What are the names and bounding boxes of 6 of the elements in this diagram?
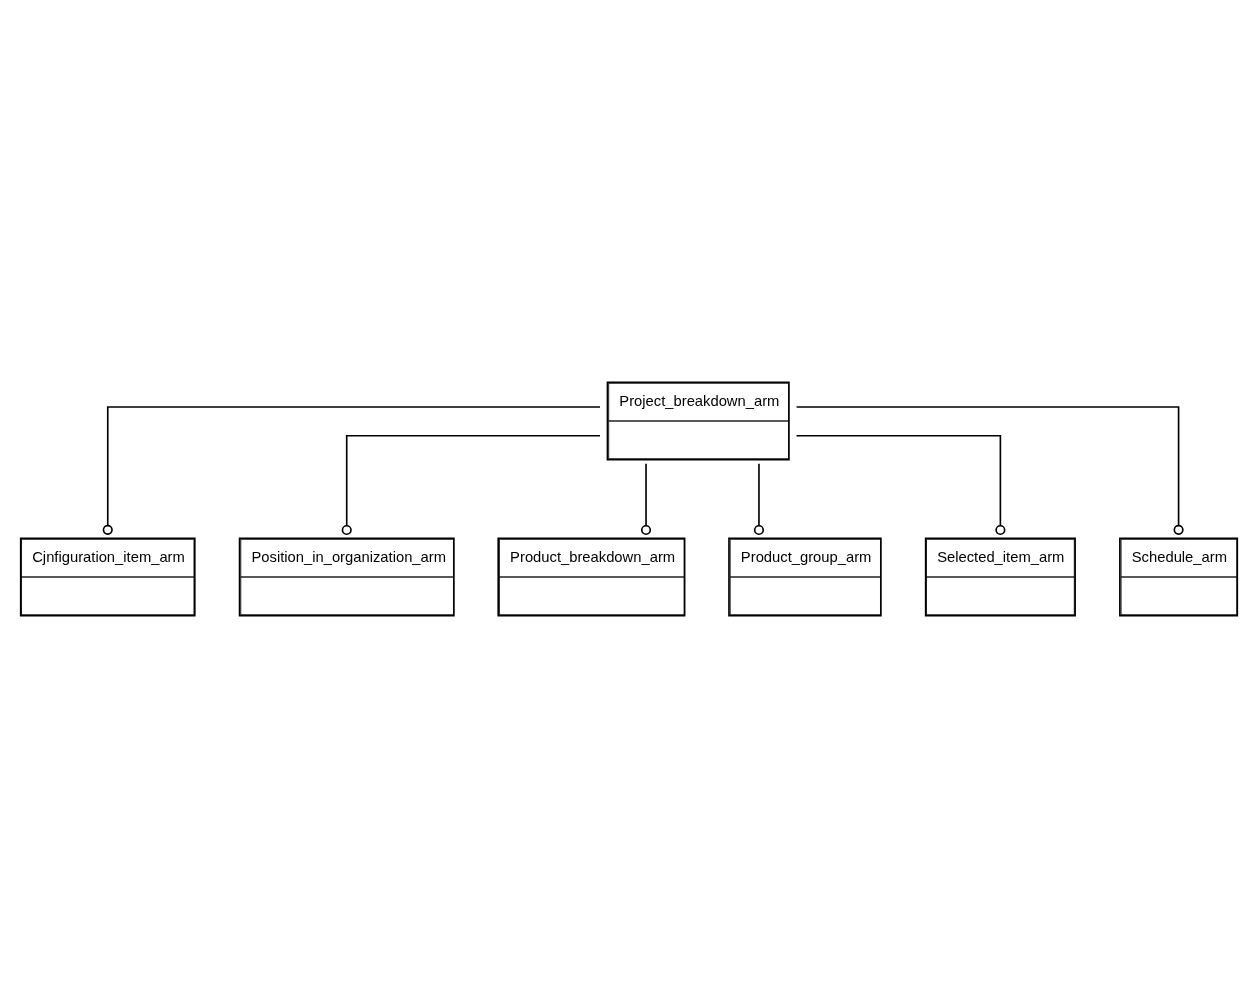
connector: [753, 463, 765, 536]
connector: [341, 434, 601, 536]
connector: [640, 463, 652, 536]
connector: [795, 406, 1184, 535]
connector: [795, 434, 1006, 536]
connector: [102, 406, 601, 535]
